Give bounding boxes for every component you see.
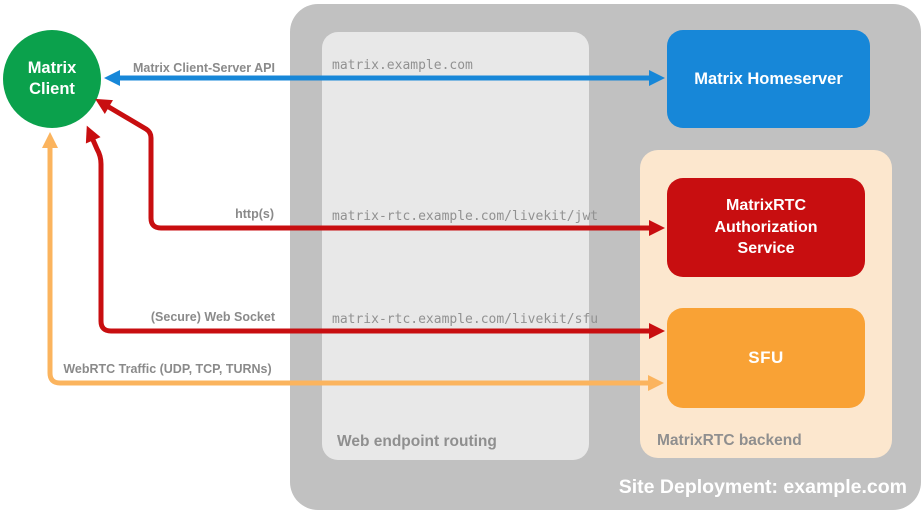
site-deployment-caption: Site Deployment: example.com [618, 476, 907, 498]
client-server-api-arrow-label: Matrix Client-Server API [133, 61, 275, 75]
sfu-label: SFU [748, 348, 784, 367]
endpoint-livekit-sfu: matrix-rtc.example.com/livekit/sfu [332, 312, 599, 327]
matrix-client-label-line1: Matrix [27, 58, 77, 77]
endpoint-livekit-jwt: matrix-rtc.example.com/livekit/jwt [332, 209, 599, 224]
endpoint-matrix-example-com: matrix.example.com [332, 58, 473, 73]
https-arrow-label: http(s) [235, 207, 274, 221]
matrix-client-node: Matrix Client [3, 30, 101, 128]
web-endpoint-routing-box: Web endpoint routing [322, 32, 589, 460]
matrix-client-label-line2: Client [29, 80, 75, 98]
matrixrtc-authorization-service-node: MatrixRTC Authorization Service [667, 178, 865, 277]
webrtc-traffic-arrow-label: WebRTC Traffic (UDP, TCP, TURNs) [63, 362, 272, 376]
web-endpoint-routing-caption: Web endpoint routing [337, 433, 497, 450]
matrix-homeserver-node: Matrix Homeserver [667, 30, 870, 128]
matrixrtc-backend-caption: MatrixRTC backend [657, 432, 802, 449]
matrixrtc-authorization-service-label: MatrixRTC Authorization Service [714, 197, 818, 258]
websocket-arrow-label: (Secure) Web Socket [150, 310, 275, 324]
sfu-node: SFU [667, 308, 865, 408]
matrix-homeserver-label: Matrix Homeserver [694, 69, 843, 88]
